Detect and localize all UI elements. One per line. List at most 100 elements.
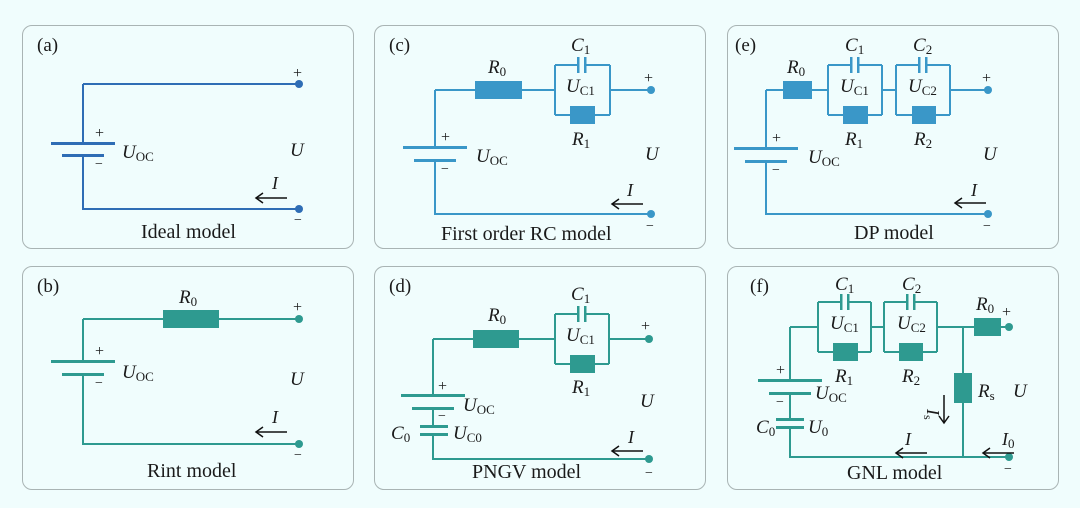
- i0-label: I0: [1001, 429, 1015, 451]
- model-title: DP model: [854, 222, 934, 244]
- r1-label: R1: [844, 129, 863, 151]
- gnl-model-circuit: (f) C1 UC1 R1 C2 UC2 R2 R0 Rs U + + − UO…: [750, 274, 1028, 484]
- plus-sign: +: [293, 299, 302, 316]
- u-label: U: [290, 140, 305, 161]
- model-title: Ideal model: [141, 221, 236, 243]
- r0-label: R0: [487, 57, 506, 79]
- current-arrow-icon: [254, 192, 287, 204]
- minus-sign: −: [1004, 462, 1012, 477]
- battery-plus: +: [441, 129, 450, 146]
- c1-label: C1: [571, 35, 590, 57]
- plus-sign: +: [293, 65, 302, 82]
- wire-bottom: [432, 435, 649, 460]
- uc1-label: UC1: [566, 76, 595, 98]
- current-arrow-icon: [254, 426, 287, 438]
- wire-bottom: [82, 374, 299, 445]
- wire-bottom: [434, 160, 651, 215]
- r2-label: R2: [913, 129, 932, 151]
- plus-sign: +: [644, 70, 653, 87]
- battery-icon: [403, 146, 467, 162]
- uoc-label: UOC: [808, 147, 840, 169]
- resistor-r1-icon: [833, 343, 858, 361]
- uoc-label: UOC: [122, 142, 154, 164]
- minus-sign: −: [983, 219, 991, 234]
- terminal-negative: [984, 210, 992, 218]
- uc0-label: UC0: [453, 423, 482, 445]
- r0-label: R0: [786, 57, 805, 79]
- panel-rint-model: (b) R0 + + − UOC U I − Rint model: [22, 266, 354, 490]
- battery-icon: [51, 142, 115, 157]
- plus-sign: +: [982, 70, 991, 87]
- current-arrow-icon: [610, 445, 643, 457]
- panel-tag: (f): [750, 276, 769, 297]
- battery-plus: +: [95, 343, 104, 360]
- current-label: I: [970, 180, 978, 200]
- uc1-label: UC1: [840, 76, 869, 98]
- uc2-label: UC2: [908, 76, 937, 98]
- battery-plus: +: [772, 130, 781, 147]
- capacitor-c2-icon: [918, 57, 928, 73]
- capacitor-c0-icon: [776, 418, 804, 429]
- minus-sign: −: [294, 213, 302, 228]
- u-label: U: [1013, 381, 1028, 402]
- wire-bottom: [789, 427, 1009, 458]
- panel-first-order-rc-model: (c) R0 C1 UC1 R1 + + − UOC U I − First o…: [374, 25, 706, 249]
- model-title: First order RC model: [441, 223, 612, 245]
- battery-plus: +: [776, 362, 785, 379]
- wire-bottom: [82, 156, 299, 210]
- capacitor-c1-icon: [577, 57, 587, 73]
- current-label: I: [626, 180, 634, 200]
- panel-tag: (e): [735, 35, 756, 56]
- panel-tag: (d): [389, 276, 411, 297]
- rs-label: Rs: [977, 381, 995, 403]
- resistor-r1-icon: [843, 106, 868, 124]
- battery-minus: −: [95, 157, 103, 172]
- panel-tag: (c): [389, 35, 410, 56]
- u-label: U: [290, 369, 305, 390]
- u-label: U: [983, 144, 998, 165]
- rint-model-circuit: (b) R0 + + − UOC U I − Rint model: [37, 276, 305, 482]
- battery-icon: [758, 379, 822, 395]
- capacitor-c1-icon: [850, 57, 860, 73]
- uoc-label: UOC: [815, 383, 847, 405]
- terminal-positive: [1005, 323, 1013, 331]
- terminal-negative: [647, 210, 655, 218]
- resistor-r0-icon: [163, 310, 219, 328]
- model-title: GNL model: [847, 462, 943, 484]
- battery-minus: −: [441, 162, 449, 177]
- panel-pngv-model: (d) R0 C1 UC1 R1 + + − UOC C0 UC0 U I − …: [374, 266, 706, 490]
- current-label: I: [271, 173, 279, 193]
- minus-sign: −: [294, 448, 302, 463]
- u0-label: U0: [808, 417, 828, 439]
- model-title: PNGV model: [472, 461, 582, 483]
- is-arrow-icon: [938, 395, 950, 425]
- current-arrow-icon: [953, 197, 986, 209]
- panel-ideal-model: (a) + + − UOC U I − Ideal model: [22, 25, 354, 249]
- resistor-r1-icon: [570, 355, 595, 373]
- capacitor-c0-icon: [420, 425, 448, 436]
- resistor-r0-icon: [473, 330, 519, 348]
- r1-label: R1: [571, 129, 590, 151]
- battery-icon: [51, 360, 115, 376]
- panel-dp-model: (e) R0 C1 UC1 R1 C2 UC2 R2 + + − UOC U I…: [727, 25, 1059, 249]
- r0-label: R0: [178, 287, 197, 309]
- uc1-label: UC1: [566, 325, 595, 347]
- panel-tag: (a): [37, 35, 58, 56]
- dp-model-circuit: (e) R0 C1 UC1 R1 C2 UC2 R2 + + − UOC U I…: [734, 35, 998, 244]
- panel-gnl-model: (f) C1 UC1 R1 C2 UC2 R2 R0 Rs U + + − UO…: [727, 266, 1059, 490]
- u-label: U: [640, 391, 655, 412]
- capacitor-c2-icon: [906, 294, 916, 310]
- battery-icon: [401, 394, 465, 410]
- wire-bottom: [765, 161, 988, 215]
- c1-label: C1: [835, 274, 854, 296]
- minus-sign: −: [645, 466, 653, 481]
- current-arrow-icon: [894, 447, 927, 459]
- resistor-r2-icon: [899, 343, 923, 361]
- terminal-positive: [984, 86, 992, 94]
- c0-label: C0: [391, 423, 410, 445]
- c2-label: C2: [902, 274, 921, 296]
- current-label: I: [271, 407, 279, 427]
- battery-minus: −: [776, 395, 784, 410]
- uoc-label: UOC: [463, 395, 495, 417]
- uoc-label: UOC: [122, 362, 154, 384]
